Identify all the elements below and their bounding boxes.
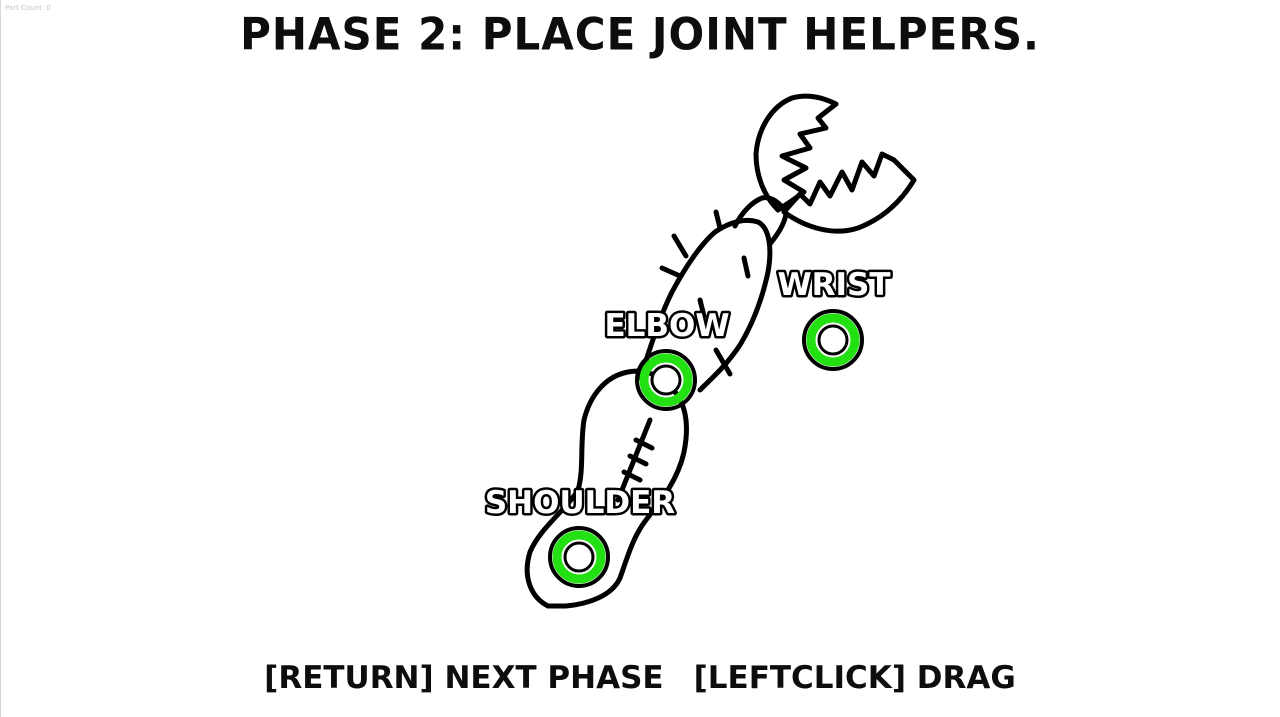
helper-ring-outer [635,349,697,411]
stitch-6 [713,209,723,231]
stitch-5 [671,233,689,259]
phase-title: PHASE 2: PLACE JOINT HELPERS. [240,8,1040,61]
helper-ring-inner [650,364,682,396]
helper-ring-inner [563,541,595,573]
wrist-neck-outline [732,195,789,247]
stitch-9 [697,297,707,319]
window-edge [0,0,1,717]
forearm-outline [637,217,773,393]
stitch-3 [633,437,655,451]
helper-shoulder[interactable]: SHOULDER [482,483,678,588]
stitch-8 [713,347,733,377]
helper-ring-green [639,353,693,407]
stitch-2 [627,453,649,467]
helper-ring-green [552,530,606,584]
helper-elbow[interactable]: ELBOW [602,306,732,411]
claw-upper-outline [753,93,839,213]
claw-lower-outline [781,151,917,234]
stitch-4 [659,265,683,279]
helper-label-shoulder: SHOULDER [485,485,675,521]
drag-hint: [LEFTCLICK] DRAG [693,660,1016,696]
helper-ring-green [806,313,860,367]
helper-ring-outer [802,309,864,371]
stitch-7 [741,255,751,279]
next-phase-hint: [RETURN] NEXT PHASE [264,660,664,696]
controls-hint: [RETURN] NEXT PHASE [LEFTCLICK] DRAG [0,660,1280,696]
stitch-1 [621,469,643,483]
helper-ring-outer [548,526,610,588]
helper-label-wrist: WRIST [777,267,890,303]
helper-wrist[interactable]: WRIST [775,265,893,371]
helper-ring-inner [817,324,849,356]
part-count-text: Part Count: 0 [5,4,51,12]
helper-label-elbow: ELBOW [604,308,729,344]
